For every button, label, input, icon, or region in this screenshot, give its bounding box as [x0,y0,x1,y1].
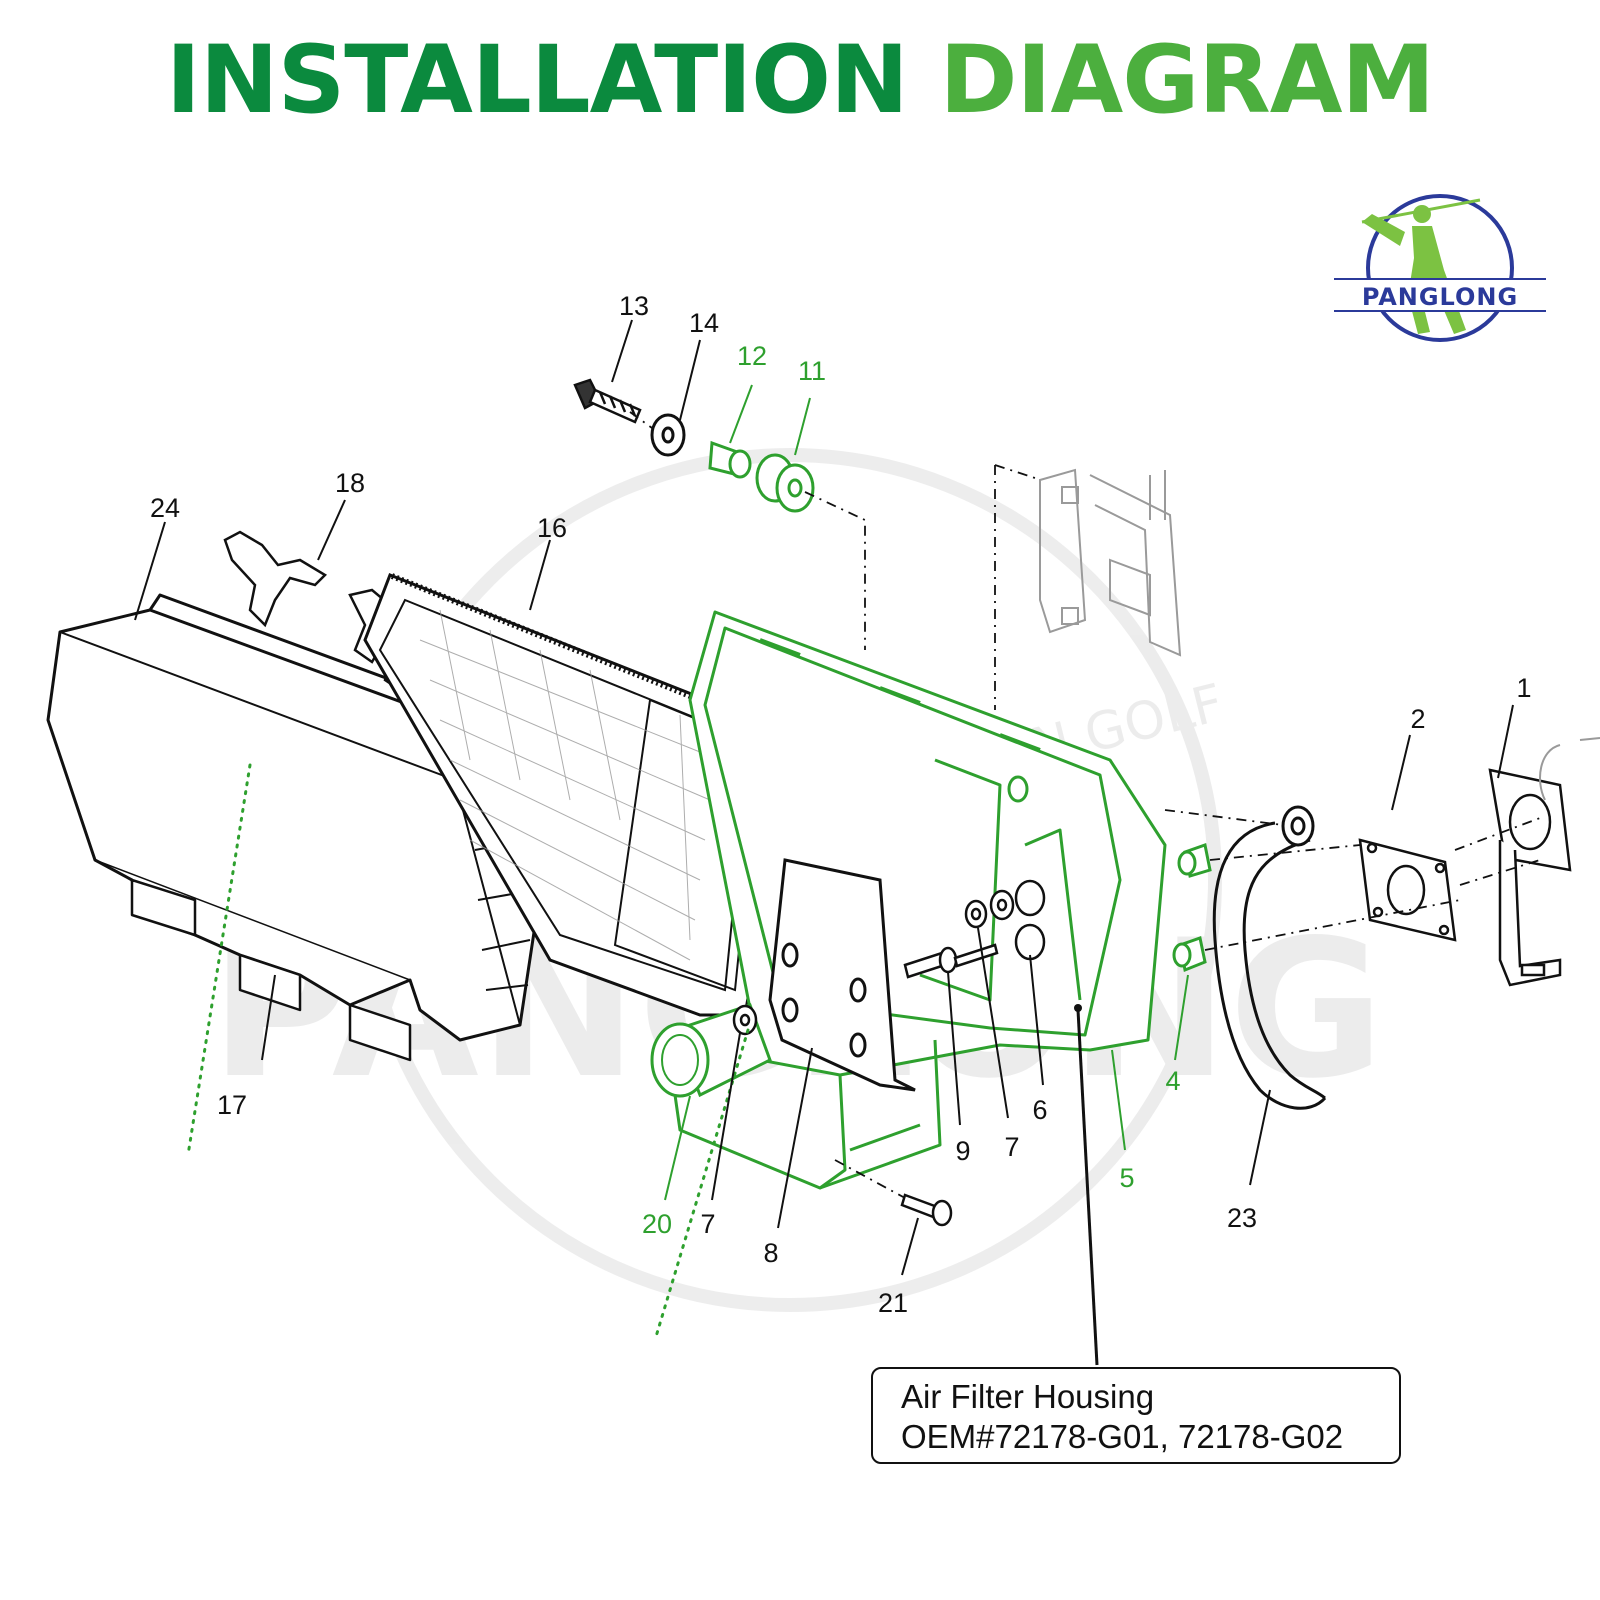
callout-24: 24 [150,493,180,523]
brand-logo: PANGLONG [1334,194,1546,342]
title-word-diagram: DIAGRAM [939,26,1436,135]
part-21-screw [900,1193,953,1227]
part-11-grommet [755,453,815,513]
callout-12: 12 [737,341,767,371]
callout-2: 2 [1410,704,1425,734]
leader-lines [134,319,1514,1366]
part-info-box: Air Filter Housing OEM#72178-G01, 72178-… [871,1367,1401,1464]
callout-16: 16 [537,513,567,543]
assembly-lines [629,411,1541,1199]
part-14-washer [650,413,686,457]
pointer-dot [1074,1004,1082,1012]
part-13-bolt [573,378,642,424]
callout-23: 23 [1227,1203,1257,1233]
callout-8: 8 [763,1238,778,1268]
part-2-gasket [1358,838,1457,942]
callout-11: 11 [798,356,826,386]
title-word-installation: INSTALLATION [165,26,909,135]
callout-labels: 1 2 4 5 6 7 7 8 9 11 12 13 14 16 17 18 2… [150,291,1532,1318]
callout-1: 1 [1516,673,1531,703]
part-7-nuts [732,899,988,1036]
callout-14: 14 [689,308,719,338]
part-20-outlet-tube [650,1003,772,1098]
callout-7-left: 7 [700,1209,715,1239]
logo-text: PANGLONG [1362,283,1518,311]
callout-13: 13 [619,291,649,321]
callout-7-right: 7 [1004,1132,1019,1162]
callout-17: 17 [217,1090,247,1120]
page-title: INSTALLATION DIAGRAM [0,34,1600,128]
callout-4: 4 [1165,1066,1180,1096]
part-6-washers [989,879,1046,961]
engine-mount-ghost [1039,468,1600,801]
callout-18: 18 [335,468,365,498]
part-4-grommets [1172,843,1212,973]
callout-5: 5 [1119,1163,1134,1193]
golfer-icon [1361,198,1481,334]
part-1-bracket [1488,768,1572,987]
callout-9: 9 [955,1136,970,1166]
callout-20: 20 [642,1209,672,1239]
info-box-title: Air Filter Housing [901,1378,1155,1415]
callout-21: 21 [878,1288,908,1318]
callout-6: 6 [1032,1095,1047,1125]
part-12-spacer [708,440,752,479]
part-23-hose [1212,805,1327,1110]
part-8-bracket [768,858,916,1092]
info-box-oem-numbers: OEM#72178-G01, 72178-G02 [901,1418,1344,1455]
